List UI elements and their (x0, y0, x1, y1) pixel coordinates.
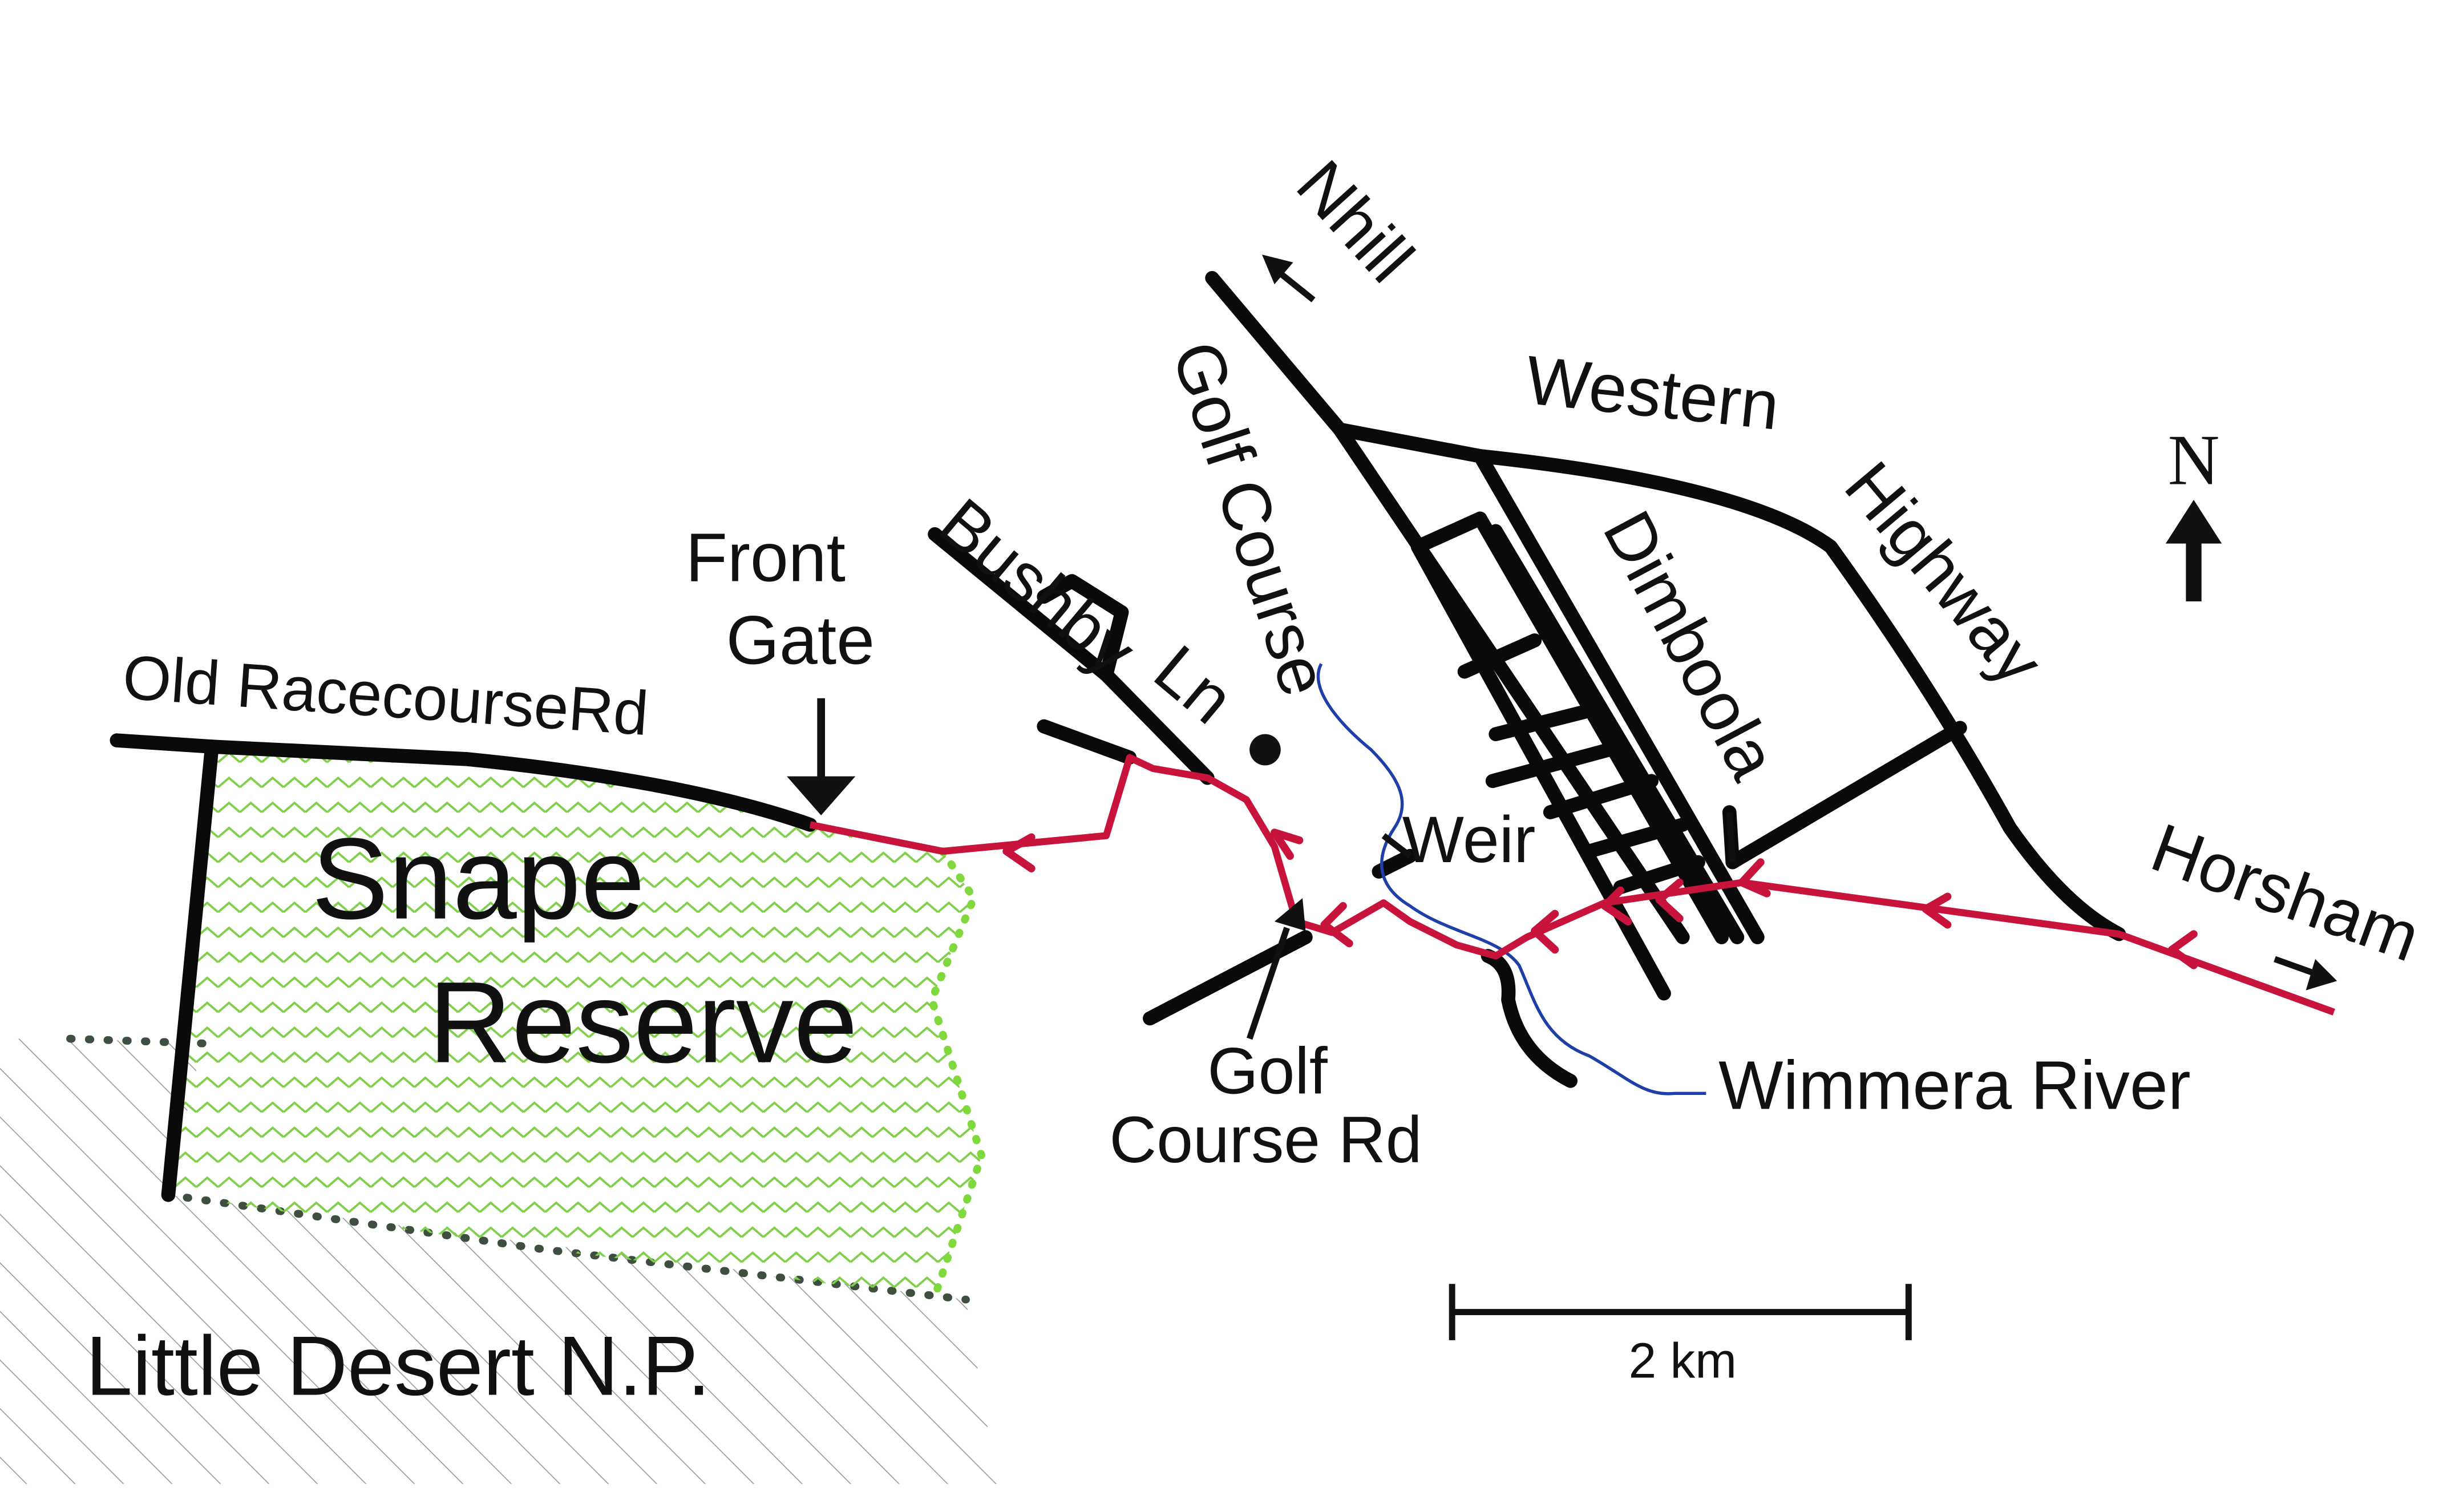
bushby-lane-spur (1037, 574, 1129, 682)
golf-course-rd-label-line1: Golf (1207, 1034, 1328, 1107)
old-racecourse-road (110, 733, 818, 832)
route-arrow-icon (2168, 930, 2198, 969)
horsham-direction-arrow-icon (2274, 956, 2337, 991)
street (1582, 818, 1690, 859)
street (1725, 721, 1967, 870)
park-border-dotted (164, 1191, 970, 1304)
route-arrow-icon (1531, 909, 1559, 954)
highway-label: Highway (1830, 448, 2058, 699)
wimmera-river (1316, 663, 1706, 1095)
reserve-label: Reserve (428, 957, 858, 1086)
golf-course-rd-arrow-icon (1246, 898, 1306, 1040)
old-racecourse-rd-label: Old RacecourseRd (120, 642, 650, 749)
front-gate-label-line1: Front (686, 519, 846, 596)
dimboola-marker-icon (1726, 812, 1736, 863)
street (1333, 422, 1690, 944)
scale-label: 2 km (1629, 1332, 1737, 1388)
street (1489, 704, 1596, 741)
scale-bar (1449, 1284, 1912, 1340)
weir-label: Weir (1402, 803, 1536, 876)
street (1543, 774, 1659, 819)
little-desert-park-area (0, 1038, 997, 1484)
snape-reserve-area (168, 746, 982, 1297)
route-line (809, 754, 2335, 1016)
route-arrow-icon (1922, 892, 1952, 929)
front-gate-label-line2: Gate (726, 602, 875, 678)
street (1485, 739, 1628, 789)
snape-label: Snape (312, 814, 645, 943)
golf-course-rd-label-line2: Course Rd (1109, 1103, 1422, 1177)
street (1410, 511, 1487, 554)
bushby-label: Bushby (925, 484, 1150, 690)
nhill-direction-arrow-icon (1262, 254, 1316, 302)
route-arrow-icon (1738, 858, 1771, 898)
street (1473, 449, 1765, 944)
front-gate-arrow-icon (787, 698, 856, 816)
little-desert-label: Little Desert N.P. (86, 1319, 710, 1413)
nhill-label: Nhill (1282, 146, 1428, 297)
wimmera-river-label: Wimmera River (1718, 1048, 2191, 1124)
route-arrow-icon (1600, 886, 1632, 926)
western-highway (1333, 422, 2126, 941)
river-road (1481, 949, 1578, 1088)
route-arrow-icon (1655, 878, 1684, 923)
weir-road (1372, 848, 1417, 879)
side-road (1037, 719, 1137, 765)
north-label: N (2168, 421, 2220, 500)
route-arrow-icon (1002, 833, 1036, 872)
route-arrow-icon (1271, 828, 1304, 860)
weir-marker-icon (1381, 833, 1412, 859)
western-label: Western (1522, 342, 1783, 444)
north-arrow-icon (2165, 500, 2222, 601)
golf-course-marker-icon (1249, 734, 1281, 766)
street (1457, 633, 1542, 679)
route-arrows (1002, 828, 2198, 969)
route-arrow-icon (1320, 901, 1353, 948)
reserve-west-boundary-road (161, 739, 219, 1202)
horsham-label: Horsham (2142, 809, 2429, 976)
nhill-road (1205, 270, 1347, 437)
street (1613, 855, 1705, 895)
reserve-border-dotted (927, 847, 986, 1301)
